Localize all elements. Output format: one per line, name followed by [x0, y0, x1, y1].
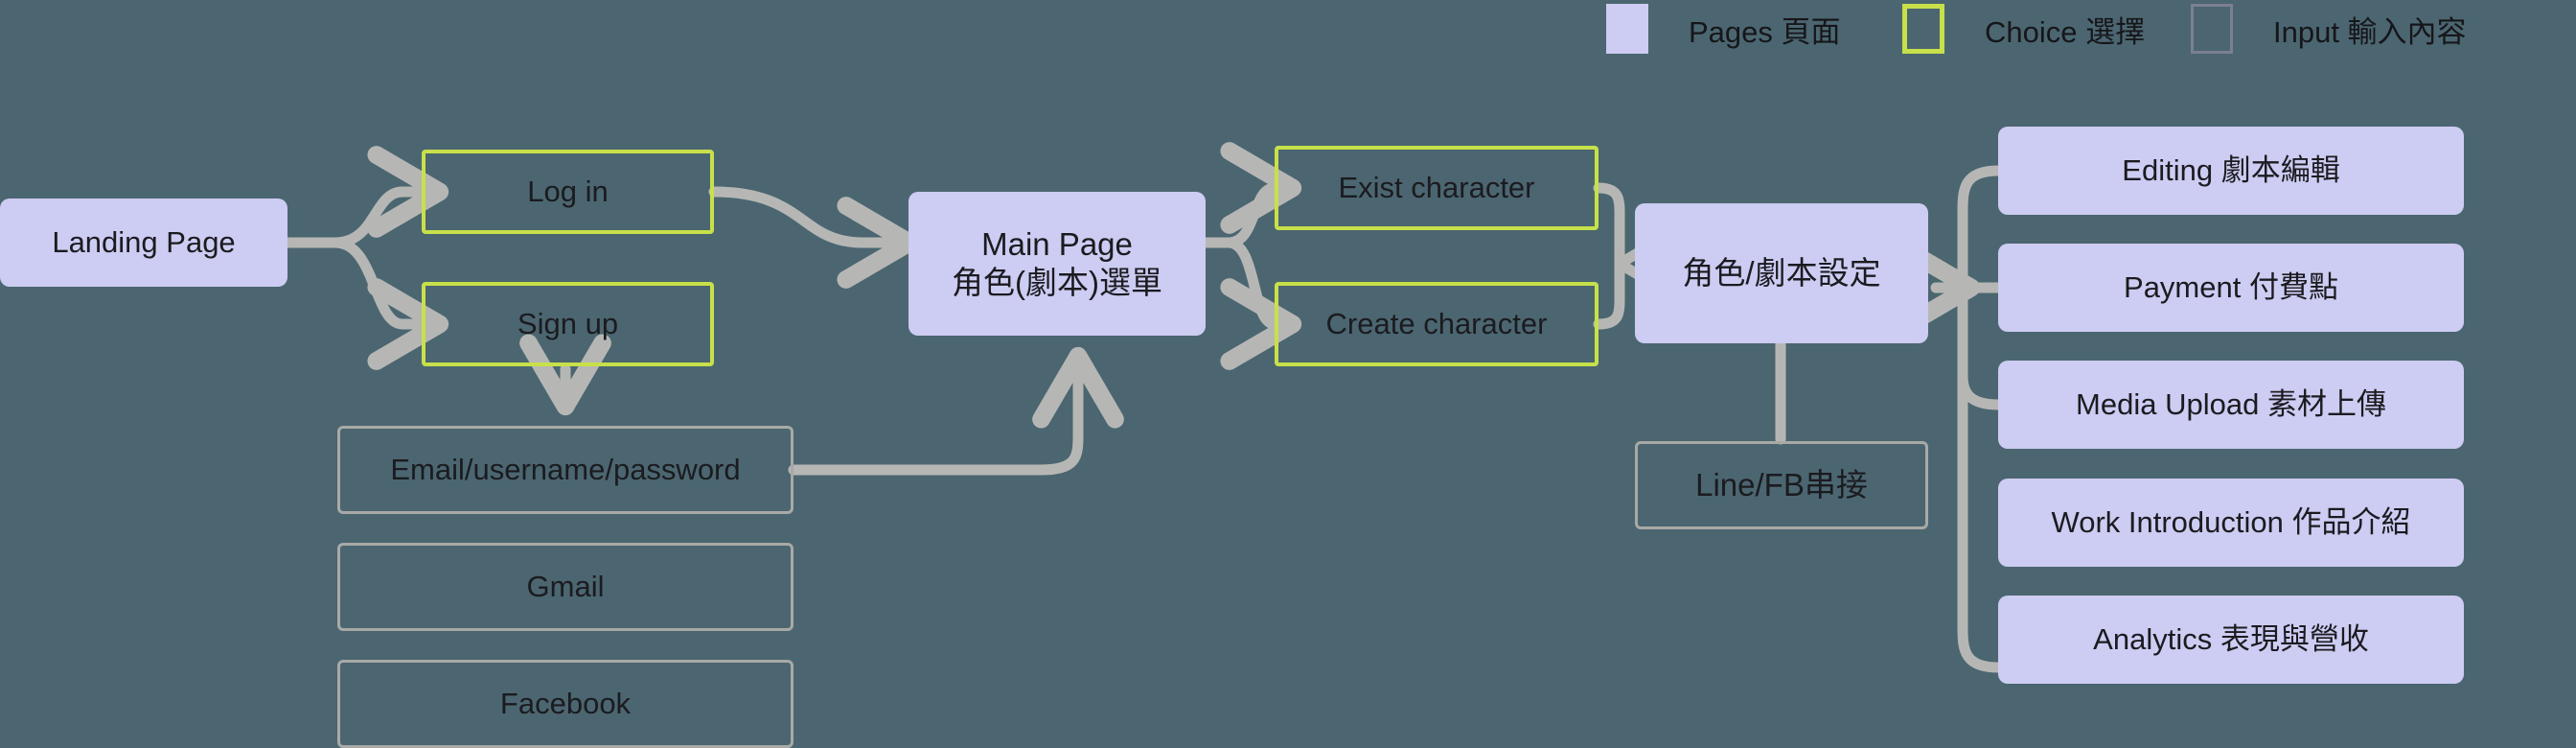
node-sign-up[interactable]: Sign up: [422, 282, 714, 366]
input-swatch: [2191, 4, 2233, 54]
node-label-gmail: Gmail: [526, 570, 605, 604]
node-facebook[interactable]: Facebook: [337, 660, 794, 748]
node-main-page[interactable]: Main Page 角色(劇本)選單: [908, 192, 1206, 336]
node-label-line-fb: Line/FB串接: [1695, 466, 1868, 503]
legend: Pages 頁面 Choice 選擇 Input 輸入內容: [0, 0, 2576, 58]
legend-label-pages: Pages 頁面: [1689, 14, 1841, 49]
node-label-log-in: Log in: [527, 175, 609, 209]
legend-item-choice: Choice 選擇: [1902, 0, 2145, 58]
node-credentials[interactable]: Email/username/password: [337, 426, 794, 514]
node-settings[interactable]: 角色/劇本設定: [1635, 203, 1928, 343]
node-label-landing-page: Landing Page: [52, 225, 236, 260]
edge-create-merge: [1593, 258, 1625, 330]
node-line-fb[interactable]: Line/FB串接: [1635, 441, 1928, 529]
node-label-sign-up: Sign up: [517, 307, 619, 341]
edge-exist-merge: [1593, 182, 1625, 269]
edge-right-bracket-media: [1957, 370, 2004, 410]
node-label-create-character: Create character: [1325, 307, 1548, 341]
node-gmail[interactable]: Gmail: [337, 543, 794, 631]
choice-swatch: [1902, 4, 1944, 54]
node-label-media-upload: Media Upload 素材上傳: [2076, 387, 2386, 422]
node-label-main-page-zh: 角色(劇本)選單: [952, 265, 1162, 300]
node-label-exist-character: Exist character: [1338, 171, 1535, 205]
node-payment[interactable]: Payment 付費點: [1998, 244, 2464, 332]
node-label-analytics: Analytics 表現與營收: [2093, 622, 2369, 657]
edge-login-to-mainpage: [708, 186, 919, 289]
node-label-settings: 角色/劇本設定: [1682, 254, 1881, 291]
legend-label-input: Input 輸入內容: [2273, 14, 2467, 49]
node-media-upload[interactable]: Media Upload 素材上傳: [1998, 361, 2464, 449]
node-label-facebook: Facebook: [499, 687, 632, 721]
node-editing[interactable]: Editing 劇本編輯: [1998, 127, 2464, 215]
legend-label-choice: Choice 選擇: [1985, 14, 2146, 49]
node-label-payment: Payment 付費點: [2124, 270, 2338, 305]
legend-item-pages: Pages 頁面: [1606, 0, 1841, 58]
edge-landing-to-login: [330, 146, 449, 248]
node-work-introduction[interactable]: Work Introduction 作品介紹: [1998, 479, 2464, 567]
edge-credentials-to-mainpage: [788, 346, 1124, 476]
node-label-credentials: Email/username/password: [390, 453, 741, 487]
legend-item-input: Input 輸入內容: [2191, 0, 2467, 58]
node-label-editing: Editing 劇本編輯: [2122, 153, 2340, 188]
node-log-in[interactable]: Log in: [422, 150, 714, 234]
node-create-character[interactable]: Create character: [1275, 282, 1598, 366]
page-swatch: [1606, 4, 1648, 54]
node-exist-character[interactable]: Exist character: [1275, 146, 1598, 230]
node-label-main-page-en: Main Page: [981, 225, 1133, 262]
node-label-work-introduction: Work Introduction 作品介紹: [2051, 505, 2411, 540]
node-analytics[interactable]: Analytics 表現與營收: [1998, 596, 2464, 684]
edge-landing-to-signup: [330, 237, 449, 370]
edge-right-bracket-spine: [1957, 165, 2004, 673]
node-landing-page[interactable]: Landing Page: [0, 199, 288, 287]
